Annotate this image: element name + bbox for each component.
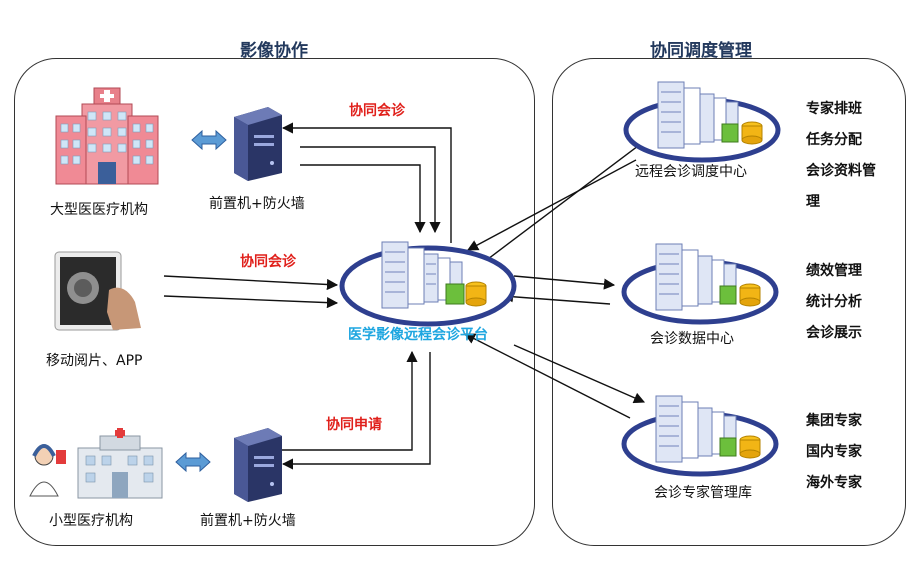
flow-label-middle: 协同会诊 <box>240 254 296 270</box>
dispatch-management-panel <box>552 58 906 546</box>
arrow-platform-to-experts <box>513 344 646 404</box>
small-hospital-label: 小型医疗机构 <box>49 513 133 529</box>
feature-item: 专家排班 <box>806 101 862 117</box>
expert-features-list: 集团专家 国内专家 海外专家 <box>806 406 862 499</box>
arrow-top-server-to-platform-a <box>300 146 441 234</box>
large-hospital-building-icon <box>55 87 159 185</box>
feature-item: 海外专家 <box>806 475 862 491</box>
dispatch-center-label: 远程会诊调度中心 <box>635 164 747 180</box>
dispatch-center-server-icon <box>623 81 781 163</box>
imaging-collaboration-panel <box>14 58 535 546</box>
arrow-data-to-platform <box>501 291 611 305</box>
front-server-top-icon <box>234 107 282 181</box>
arrow-platform-to-dispatch <box>483 139 647 263</box>
bidirectional-arrow-top-icon <box>191 129 227 151</box>
data-center-label: 会诊数据中心 <box>650 331 734 347</box>
front-server-top-label: 前置机+防火墙 <box>209 196 305 212</box>
front-server-bottom-label: 前置机+防火墙 <box>200 513 296 529</box>
arrow-experts-to-platform <box>464 333 631 419</box>
imaging-collaboration-title: 影像协作 <box>240 41 308 61</box>
feature-item: 任务分配 <box>806 132 862 148</box>
large-hospital-label: 大型医医疗机构 <box>50 202 148 218</box>
expert-library-label: 会诊专家管理库 <box>654 485 752 501</box>
arrow-dispatch-to-platform <box>467 159 637 251</box>
data-center-server-icon <box>621 243 779 325</box>
arrow-bottom-server-to-platform <box>282 350 418 451</box>
bidirectional-arrow-bottom-icon <box>175 451 211 473</box>
feature-item: 理 <box>806 194 820 210</box>
small-hospital-building-icon <box>29 428 163 499</box>
feature-item: 集团专家 <box>806 413 862 429</box>
mobile-tablet-icon <box>54 251 141 331</box>
mobile-app-label: 移动阅片、APP <box>46 353 143 369</box>
feature-item: 会诊展示 <box>806 325 862 341</box>
expert-library-server-icon <box>621 395 779 477</box>
arrow-platform-to-top-server <box>281 122 452 243</box>
dispatch-features-list: 专家排班 任务分配 会诊资料管 理 <box>806 94 876 218</box>
arrow-top-server-to-platform-b <box>300 164 426 234</box>
front-server-bottom-icon <box>234 428 282 502</box>
arrow-platform-to-bottom-server <box>281 352 431 470</box>
platform-label: 医学影像远程会诊平台 <box>348 327 488 343</box>
feature-item: 绩效管理 <box>806 263 862 279</box>
flow-label-top: 协同会诊 <box>349 103 405 119</box>
feature-item: 统计分析 <box>806 294 862 310</box>
arrow-mobile-to-platform-b <box>163 295 339 309</box>
flow-label-bottom: 协同申请 <box>326 417 382 433</box>
dispatch-management-title: 协同调度管理 <box>650 41 752 61</box>
feature-item: 国内专家 <box>806 444 862 460</box>
arrow-platform-to-data <box>513 275 616 290</box>
data-features-list: 绩效管理 统计分析 会诊展示 <box>806 256 862 349</box>
feature-item: 会诊资料管 <box>806 163 876 179</box>
arrow-mobile-to-platform-a <box>163 275 339 291</box>
platform-server-cluster-icon <box>339 241 517 327</box>
